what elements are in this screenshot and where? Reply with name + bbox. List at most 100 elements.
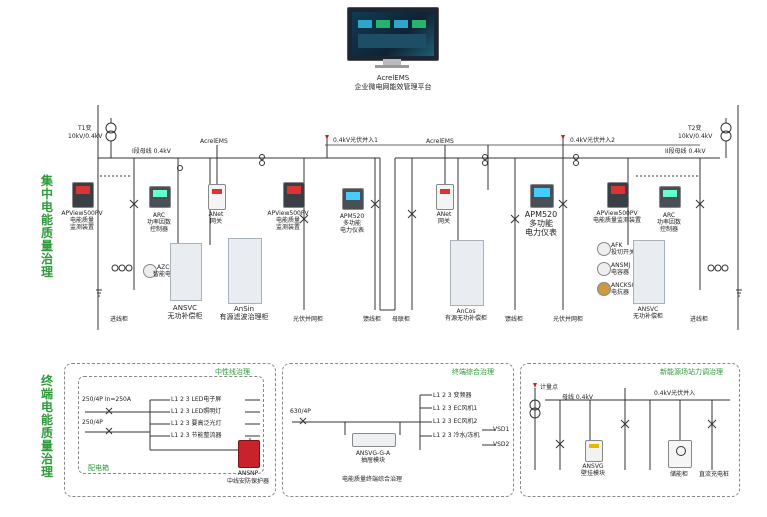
- apview-left-device: [72, 182, 94, 208]
- apm-left-name: APM520: [339, 213, 365, 220]
- ansvg-g-a-desc: 抽屉模块: [360, 457, 385, 464]
- apm-left-device: [342, 188, 364, 210]
- vsd1-label: VSD1: [493, 426, 510, 433]
- anet-right-device: [436, 184, 454, 210]
- apview-right-name: APView500PV: [596, 210, 638, 217]
- panel1-load: L1 2 3 LED电子屏: [171, 396, 222, 403]
- panel1-title: 中性线治理: [215, 368, 250, 376]
- panel2-load: L1 2 3 冷水/冻机: [433, 432, 480, 439]
- apview-right-desc: 电能质量监测装置: [592, 217, 641, 224]
- ansmj-desc: 电容器: [611, 269, 630, 276]
- ansvg-wall-desc: 壁挂模块: [580, 470, 605, 477]
- cabinet-in-left: 进线柜: [110, 316, 129, 323]
- ancos-name: AnCos: [456, 308, 476, 315]
- afk-desc: 投切开关: [611, 249, 636, 256]
- afk-device: [597, 242, 611, 256]
- ansvc-right-name: ANSVC: [637, 306, 659, 313]
- panel3-bus: 母线 0.4kV: [562, 394, 594, 401]
- ansin-name: AnSin: [233, 305, 255, 313]
- platform-name: AcrelEMS: [376, 74, 410, 82]
- panel3-title: 新能源场站力调治理: [660, 368, 723, 376]
- cabinet-pv-left: 光伏并网柜: [293, 316, 324, 323]
- panel-neutral: [64, 363, 276, 497]
- anet-right-desc: 网关: [437, 218, 450, 225]
- apview-right-device: [607, 182, 629, 208]
- anet-left-desc: 网关: [209, 218, 222, 225]
- panel1-load: L1 2 3 要高泛光灯: [171, 420, 222, 427]
- ansin-desc: 有源滤波治理柜: [219, 313, 269, 321]
- t2-rating: 10kV/0.4kV: [678, 133, 713, 140]
- apview-mid-name: APView500PV: [267, 210, 309, 217]
- pv2-label: 0.4kV光伏并入2: [570, 137, 615, 144]
- panel3-pv: 0.4kV光伏并入: [654, 390, 696, 397]
- vsd2-label: VSD2: [493, 441, 510, 448]
- panel-newenergy: [520, 363, 740, 497]
- section-title-top: 集中电能质量治理: [40, 174, 53, 279]
- arc-right-desc1: 功率因数: [656, 219, 681, 226]
- anckgs-desc: 电抗器: [611, 289, 630, 296]
- apm-right-device: [530, 184, 554, 208]
- panel-terminal: [282, 363, 514, 497]
- anet-left-name: ANet: [208, 211, 224, 218]
- panel1-load: L1 2 3 节能整流器: [171, 432, 222, 439]
- t2-name: T2变: [688, 125, 702, 132]
- apview-mid-desc1: 电能质量: [275, 217, 300, 224]
- cabinet-in-right: 进线柜: [690, 316, 709, 323]
- apm-right-name: APM520: [524, 210, 558, 219]
- platform-subtitle: 企业微电网能效管理平台: [354, 83, 432, 91]
- ansmj-device: [597, 262, 611, 276]
- apview-mid-desc2: 监测装置: [275, 224, 300, 231]
- panel2-caption: 电能质量终端综合治理: [341, 476, 402, 483]
- apm-left-desc1: 多功能: [342, 220, 361, 227]
- panel3-meter: 计量点: [540, 384, 559, 391]
- arc-left-device: [149, 186, 171, 208]
- apview-left-desc2: 监测装置: [69, 224, 94, 231]
- ansvc-right-cabinet: [633, 240, 665, 304]
- panel1-in1: 250/4P In=250A: [82, 396, 131, 403]
- t1-rating: 10kV/0.4kV: [68, 133, 103, 140]
- pv1-label: 0.4kV光伏并入1: [333, 137, 378, 144]
- cabinet-pv-right: 光伏并网柜: [553, 316, 584, 323]
- anckgs-device: [597, 282, 611, 296]
- arc-right-device: [659, 186, 681, 208]
- gateway-label-left: AcrelEMS: [200, 138, 228, 145]
- arc-left-desc2: 控制器: [149, 226, 168, 233]
- apview-mid-device: [283, 182, 305, 208]
- storage-label: 储能柜: [669, 471, 688, 478]
- azcl-device: [143, 264, 157, 278]
- ancos-cabinet: [450, 240, 484, 306]
- panel2-title: 终端综合治理: [452, 368, 494, 376]
- arc-right-name: ARC: [662, 212, 676, 219]
- panel2-load: L1 2 3 EC风机1: [433, 405, 478, 412]
- apm-right-desc1: 多功能: [529, 219, 553, 228]
- apm-left-desc2: 电力仪表: [339, 227, 364, 234]
- azcl-name: AZCL: [157, 264, 173, 271]
- ansvg-g-a-device: [352, 433, 396, 447]
- arc-left-name: ARC: [152, 212, 166, 219]
- azcl-desc: 智能电容: [153, 271, 178, 278]
- ansvc-left-desc: 无功补偿柜: [167, 312, 203, 320]
- panel1-load: L1 2 3 LED照明灯: [171, 408, 222, 415]
- panel2-breaker: 630/4P: [290, 408, 311, 415]
- ansnp-name: ANSNP: [237, 470, 259, 477]
- charger-label: 直流充电桩: [698, 471, 729, 478]
- gateway-label-right: AcrelEMS: [426, 138, 454, 145]
- panel1-in2: 250/4P: [82, 419, 103, 426]
- anet-right-name: ANet: [436, 211, 452, 218]
- ansvc-left-cabinet: [170, 243, 202, 301]
- platform-monitor: [347, 7, 439, 69]
- ansvg-g-a-name: ANSVG-G-A: [355, 450, 391, 457]
- anckgs-name: ANCKSG: [611, 282, 637, 289]
- storage-cabinet: [668, 440, 692, 468]
- panel2-load: L1 2 3 EC风机2: [433, 418, 478, 425]
- anet-left-device: [208, 184, 226, 210]
- t1-name: T1变: [78, 125, 92, 132]
- distribution-box: [78, 376, 264, 474]
- cabinet-feeder-right: 馈线柜: [505, 316, 524, 323]
- bus1-label: I段母线 0.4kV: [132, 148, 171, 155]
- arc-left-desc1: 功率因数: [146, 219, 171, 226]
- ancos-desc: 有源无功补偿柜: [444, 315, 487, 322]
- ansin-cabinet: [228, 238, 262, 304]
- ansnp-desc: 中线安防保护器: [226, 478, 269, 485]
- cabinet-feeder-left: 馈线柜: [363, 316, 382, 323]
